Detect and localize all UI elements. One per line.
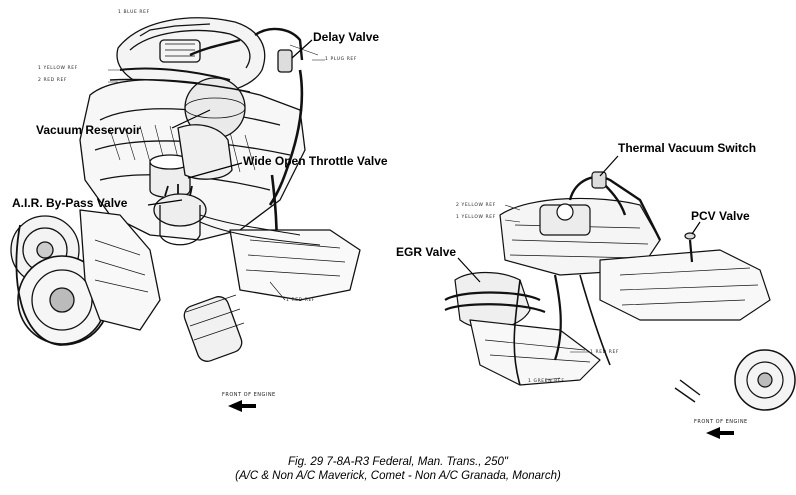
right-front-arrow	[706, 427, 734, 439]
hose-tag: 2 YELLOW REF	[456, 203, 496, 208]
hose-tag: 1 GREEN REF	[528, 379, 565, 384]
hose-tag: 1 RED REF	[286, 298, 316, 303]
front-of-engine-label-left: FRONT OF ENGINE	[222, 392, 276, 398]
front-of-engine-label-right: FRONT OF ENGINE	[694, 419, 748, 425]
figure-caption-line1: Fig. 29 7-8A-R3 Federal, Man. Trans., 25…	[288, 456, 508, 468]
hose-tag: 1 YELLOW REF	[38, 66, 78, 71]
wot-valve-label: Wide Open Throttle Valve	[243, 154, 388, 168]
egr-valve-label: EGR Valve	[396, 245, 457, 259]
left-callout-leaders	[147, 39, 313, 206]
delay-valve-label: Delay Valve	[313, 30, 380, 44]
thermal-vacuum-switch-label: Thermal Vacuum Switch	[618, 141, 757, 155]
pcv-valve-label: PCV Valve	[691, 209, 750, 223]
hose-tag: 1 YELLOW REF	[456, 215, 496, 220]
hose-tag: 1 RED REF	[590, 350, 620, 355]
air-bypass-valve-label: A.I.R. By-Pass Valve	[12, 196, 128, 210]
figure-caption-line2: (A/C & Non A/C Maverick, Comet - Non A/C…	[235, 470, 561, 482]
left-front-arrow	[228, 400, 256, 412]
right-engine-illustration	[444, 171, 796, 411]
right-callout-leaders	[457, 155, 701, 283]
hose-tag: 2 RED REF	[38, 78, 68, 83]
hose-tag: 1 PLUG REF	[325, 57, 358, 62]
vacuum-reservoir-label: Vacuum Reservoir	[36, 123, 141, 137]
hose-tag: 1 BLUE REF	[118, 10, 150, 15]
left-engine-illustration	[10, 17, 361, 362]
